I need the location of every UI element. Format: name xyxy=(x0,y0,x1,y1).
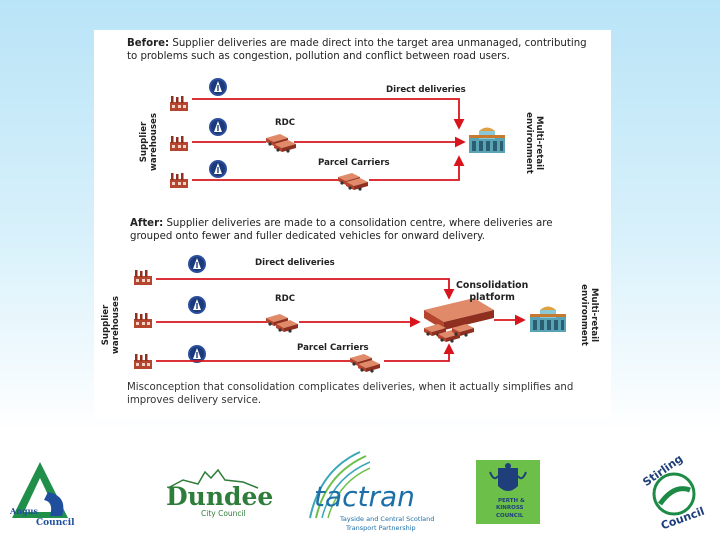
perth-line2: KINROSS xyxy=(496,505,524,511)
after-factory-1 xyxy=(134,270,152,285)
misconception-note: Misconception that consolidation complic… xyxy=(127,381,597,407)
after-caption-line2: grouped onto fewer and fuller dedicated … xyxy=(130,231,485,242)
perth-line1: PERTH & xyxy=(498,498,525,504)
after-caption: After: Supplier deliveries are made to a… xyxy=(130,217,600,243)
before-caption: Before: Supplier deliveries are made dir… xyxy=(127,37,607,63)
diagram-panel: Before: Supplier deliveries are made dir… xyxy=(94,30,611,418)
before-retail-building xyxy=(469,127,505,153)
angus-line2: Council xyxy=(36,518,75,528)
before-retail-line1: Multi-retail xyxy=(534,115,544,171)
after-parcel-label: Parcel Carriers xyxy=(297,343,369,353)
consolidation-platform-label: Consolidation platform xyxy=(456,280,528,304)
before-info-icon-3 xyxy=(209,160,227,178)
after-caption-line1: Supplier deliveries are made to a consol… xyxy=(163,218,553,229)
before-retail-line2: environment xyxy=(524,112,534,174)
after-info-icon-2 xyxy=(188,296,206,314)
dundee-name: Dundee xyxy=(166,482,274,511)
tactran-sub2: Transport Partnership xyxy=(346,524,416,532)
before-parcel-arrow-b xyxy=(369,155,465,181)
dundee-city-council-logo: Dundee City Council xyxy=(163,466,273,526)
dundee-sub: City Council xyxy=(201,509,246,518)
before-parcel-trucks xyxy=(338,173,368,191)
before-info-icon-1 xyxy=(209,78,227,96)
before-rdc-label: RDC xyxy=(275,118,296,128)
partner-logos: Angus Council Dundee City Council tactra… xyxy=(0,450,720,540)
after-rdc-trucks xyxy=(266,314,298,333)
before-parcel-label: Parcel Carriers xyxy=(318,158,390,168)
after-warehouses-line2: warehouses xyxy=(111,296,121,355)
before-caption-line2: to problems such as congestion, pollutio… xyxy=(127,51,510,62)
tactran-swoosh-icon xyxy=(309,451,370,519)
before-info-icon-2 xyxy=(209,118,227,136)
angus-mountain-icon xyxy=(12,462,68,518)
perth-kinross-logo: PERTH & KINROSS COUNCIL xyxy=(476,460,540,524)
after-warehouses-label: Supplier warehouses xyxy=(101,295,121,355)
before-factory-3 xyxy=(170,173,188,188)
after-retail-label: Multi-retail environment xyxy=(579,280,599,350)
after-caption-bold: After: xyxy=(130,218,164,229)
after-factory-2 xyxy=(134,313,152,328)
misconception-line2: improves delivery service. xyxy=(127,395,262,406)
after-direct-arrow xyxy=(156,278,455,300)
after-direct-label: Direct deliveries xyxy=(255,258,335,268)
tactran-name: tactran xyxy=(314,480,415,513)
before-rdc-trucks xyxy=(266,134,296,153)
dundee-skyline-icon xyxy=(167,468,259,489)
after-info-icon-1 xyxy=(188,255,206,273)
perth-crest-icon xyxy=(489,463,527,491)
after-parcel-trucks xyxy=(350,354,380,373)
before-direct-label: Direct deliveries xyxy=(386,85,466,95)
before-factory-2 xyxy=(170,136,188,151)
angus-council-logo: Angus Council xyxy=(10,456,80,532)
before-warehouses-label: Supplier warehouses xyxy=(139,112,159,172)
after-warehouses-line1: Supplier xyxy=(101,304,111,346)
before-retail-label: Multi-retail environment xyxy=(524,108,544,178)
before-caption-line1: Supplier deliveries are made direct into… xyxy=(169,38,587,49)
after-retail-building xyxy=(530,306,566,332)
tactran-sub1: Tayside and Central Scotland xyxy=(340,515,435,523)
consolidation-platform-graphic xyxy=(424,298,494,343)
after-parcel-arrow-b xyxy=(384,343,455,362)
after-factory-3 xyxy=(134,354,152,369)
before-warehouses-line1: Supplier xyxy=(139,121,149,163)
before-caption-bold: Before: xyxy=(127,38,170,49)
stirling-emblem-icon xyxy=(652,472,696,516)
consolidation-line2: platform xyxy=(469,292,515,303)
after-rdc-label: RDC xyxy=(275,294,296,304)
perth-line3: COUNCIL xyxy=(496,513,524,519)
before-factory-1 xyxy=(170,96,188,111)
angus-line1: Angus xyxy=(10,506,38,516)
after-retail-line1: Multi-retail xyxy=(589,287,599,343)
stirling-council-logo: Stirling Council xyxy=(634,452,714,534)
consolidation-line1: Consolidation xyxy=(456,280,529,291)
after-retail-line2: environment xyxy=(579,284,589,346)
tactran-logo: tactran Tayside and Central Scotland Tra… xyxy=(300,450,434,536)
before-warehouses-line2: warehouses xyxy=(149,113,159,172)
before-direct-arrow xyxy=(192,98,465,130)
delivery-flow-diagram xyxy=(134,78,566,373)
misconception-line1: Misconception that consolidation complic… xyxy=(127,382,574,393)
